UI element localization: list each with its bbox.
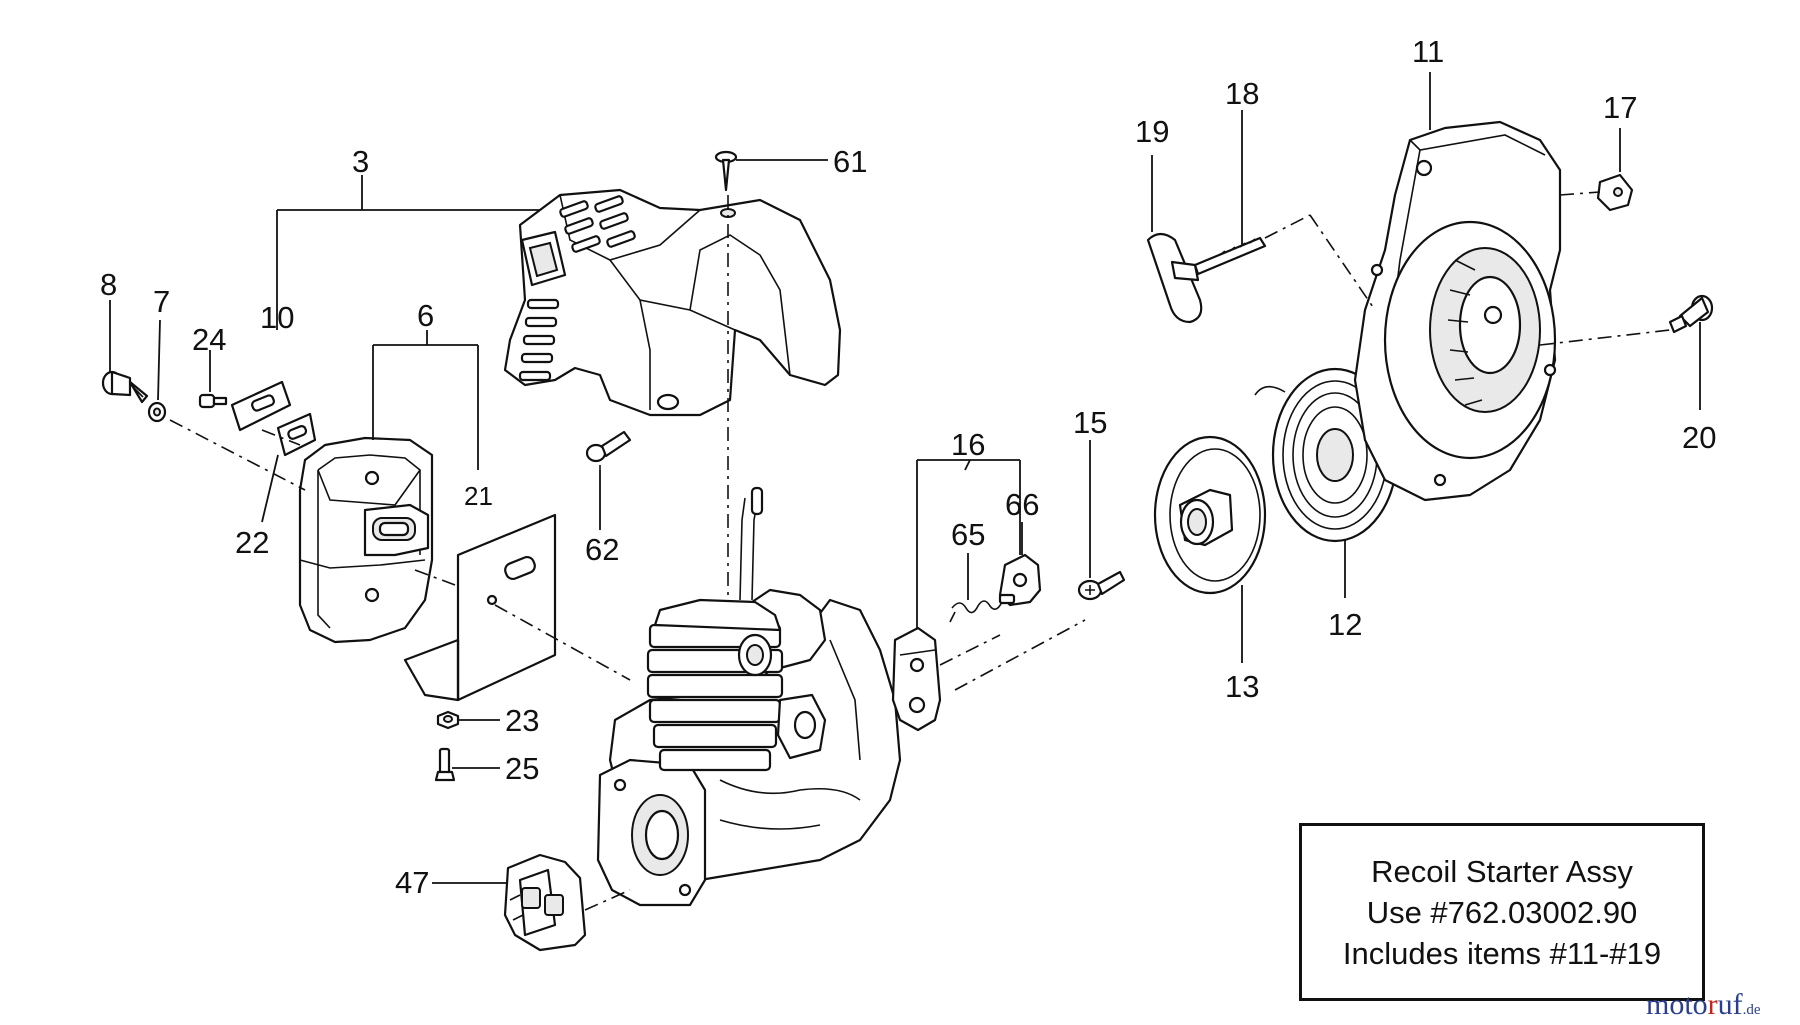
callout-21: 21 [464, 481, 493, 511]
callout-16: 16 [951, 427, 985, 462]
callout-8: 8 [100, 267, 117, 302]
callout-7: 7 [153, 284, 170, 319]
callout-15: 15 [1073, 405, 1107, 440]
screw-61 [714, 150, 738, 192]
kit-note-box: Recoil Starter Assy Use #762.03002.90 In… [1299, 823, 1705, 1001]
callout-61: 61 [833, 144, 867, 179]
callout-47: 47 [395, 865, 429, 900]
starter-handle-19 [1146, 232, 1203, 324]
leader-lines [109, 72, 1701, 884]
callout-labels: 3 6 7 8 10 11 12 13 15 16 17 18 19 20 21… [100, 34, 1716, 900]
bolt-8 [101, 370, 149, 404]
callout-6: 6 [417, 298, 434, 333]
engine-shroud [503, 188, 842, 417]
cylinder-fins [646, 623, 784, 772]
switch-66 [998, 553, 1042, 607]
engine-block [596, 486, 902, 907]
callout-3: 3 [352, 144, 369, 179]
callout-24: 24 [192, 322, 226, 357]
screw-15 [1077, 570, 1126, 601]
muffler-gasket-plate [230, 380, 317, 457]
starter-pulley-13 [1153, 435, 1267, 595]
callout-19: 19 [1135, 114, 1169, 149]
callout-18: 18 [1225, 76, 1259, 111]
spring-65 [949, 600, 1003, 623]
nut-23 [436, 710, 460, 730]
housing-fins [1447, 259, 1483, 406]
callout-25: 25 [505, 751, 539, 786]
kit-note-part-number: Use #762.03002.90 [1366, 894, 1638, 930]
bolt-24 [198, 393, 228, 409]
shroud-vent-slots [518, 195, 636, 382]
assembly-axes [169, 191, 1671, 911]
ignition-module-16 [891, 626, 942, 732]
starter-rope-18 [1193, 236, 1267, 276]
pawl-17 [1596, 173, 1634, 212]
callout-17: 17 [1603, 90, 1637, 125]
washer-7 [147, 401, 167, 423]
callout-10: 10 [260, 300, 294, 335]
callout-62: 62 [585, 532, 619, 567]
callout-66: 66 [1005, 487, 1039, 522]
watermark-logo: motoruf.de [1646, 988, 1761, 1021]
callout-13: 13 [1225, 669, 1259, 704]
bolt-25 [434, 747, 456, 782]
callout-22: 22 [235, 525, 269, 560]
screw-62 [585, 430, 632, 463]
bolt-20 [1668, 294, 1714, 334]
muffler [298, 436, 434, 644]
kit-note-includes: Includes items #11-#19 [1342, 935, 1662, 971]
callout-11: 11 [1412, 34, 1444, 69]
heat-shield [403, 513, 557, 702]
callout-20: 20 [1682, 420, 1716, 455]
callout-23: 23 [505, 703, 539, 738]
callout-65: 65 [951, 517, 985, 552]
intake-port-47 [503, 853, 587, 952]
kit-note-title: Recoil Starter Assy [1371, 853, 1633, 889]
starter-housing-11 [1353, 120, 1562, 502]
callout-12: 12 [1328, 607, 1362, 642]
